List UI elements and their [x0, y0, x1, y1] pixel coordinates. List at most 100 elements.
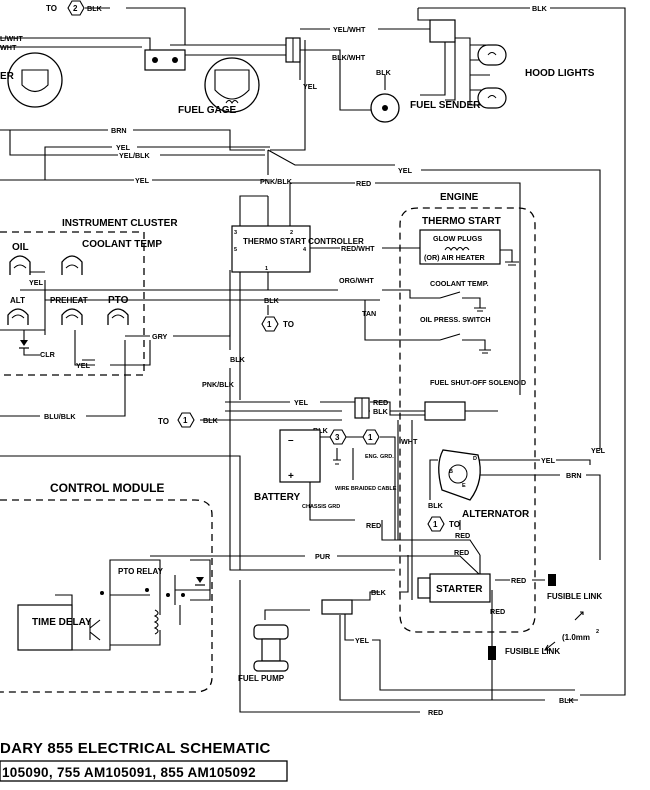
wire-label-pnk-blk: PNK/BLK [260, 177, 293, 186]
battery-label: BATTERY [254, 492, 300, 503]
fusible-link-lower: FUSIBLE LINK (1.0mm 2 [488, 611, 599, 660]
wire-braided-cable-label: WIRE BRAIDED CABLE [335, 486, 397, 492]
wire-label-blk: BLK [428, 501, 444, 510]
fusible-link-label-1: FUSIBLE LINK [547, 592, 602, 601]
alternator-label: ALTERNATOR [462, 509, 530, 520]
connector-to-label: TO [158, 417, 169, 426]
instrument-cluster: INSTRUMENT CLUSTER OIL COOLANT TEMP YEL … [0, 218, 178, 376]
controller-pin-1: 1 [265, 266, 268, 272]
meter-gauge-partial: ER [0, 52, 63, 108]
fuel-shutoff-solenoid-label-1: FUEL SHUT-OFF SOLENOID [430, 378, 526, 387]
wire-label-pur: PUR [315, 552, 331, 561]
wire-label-blu-blk: BLU/BLK [44, 412, 76, 421]
wire-label-blk: BLK [376, 68, 392, 77]
control-module-label: CONTROL MODULE [50, 481, 164, 495]
wire-gauge-superscript: 2 [596, 629, 599, 635]
wire-label-org-wht: ORG/WHT [339, 276, 374, 285]
wire-label-red: RED [511, 576, 526, 585]
controller-pin-4: 4 [303, 247, 307, 253]
wire-label-red: RED [356, 179, 371, 188]
wire-label-yel: YEL [541, 456, 556, 465]
schematic-title: DARY 855 ELECTRICAL SCHEMATIC [0, 740, 271, 757]
connector-number: 1 [368, 433, 373, 442]
pto-lamp-label: PTO [108, 295, 129, 306]
wire-label-yel-blk: YEL/BLK [119, 151, 151, 160]
hood-lights-label: HOOD LIGHTS [525, 68, 595, 79]
wire-label-red: RED [366, 521, 381, 530]
thermo-start-label: THERMO START [422, 216, 501, 227]
connector-to-label: TO [449, 520, 460, 529]
wire-label-blk: BLK [264, 296, 280, 305]
wire-label-yel: YEL [29, 278, 44, 287]
wire-label-yel: YEL [398, 166, 413, 175]
fuel-pump: FUEL PUMP [238, 599, 353, 683]
connector-to-2: TO 2 [46, 0, 85, 16]
fusible-link-upper: FUSIBLE LINK [547, 574, 602, 601]
alt-terminal-b: B [449, 469, 453, 475]
wire-label-blk: BLK [87, 4, 103, 13]
wire-label-wht: WHT [401, 437, 418, 446]
fuel-gage: FUEL GAGE [178, 57, 260, 116]
wire-label-gry: GRY [152, 332, 168, 341]
splice-shutoff [354, 397, 370, 419]
wire-label-yel: YEL [303, 82, 318, 91]
air-heater-label: (OR) AIR HEATER [424, 253, 485, 262]
wire-label-red-wht: RED/WHT [341, 244, 375, 253]
wire-label-blk: BLK [532, 4, 548, 13]
controller-label-thermo: THERMO START CONTROLLER [243, 237, 364, 246]
wire-label-red: RED [490, 607, 505, 616]
controller-pin-5: 5 [234, 247, 237, 253]
wire-label-red: RED [373, 398, 388, 407]
oil-label: OIL [12, 242, 29, 253]
connector-number: 1 [267, 320, 272, 329]
wire-label-red: RED [454, 548, 469, 557]
relay-top-left [144, 49, 186, 71]
wire-label-wht: WHT [0, 43, 17, 52]
coolant-temp-switch-label: COOLANT TEMP. [430, 279, 489, 288]
wire-label-blk: BLK [371, 588, 387, 597]
alt-terminal-e: E [462, 483, 466, 489]
wire-label-yel-wht: YEL/WHT [333, 25, 366, 34]
wire-label-pnk-blk: PNK/BLK [202, 380, 235, 389]
connector-number: 1 [433, 520, 438, 529]
wiring [0, 7, 626, 713]
connector-to-1-alternator: 1 TO [427, 516, 460, 532]
connector-to-label: TO [283, 320, 294, 329]
schematic-footer: DARY 855 ELECTRICAL SCHEMATIC 105090, 75… [0, 740, 288, 782]
controller-pin-2: 2 [290, 230, 293, 236]
meter-label: ER [0, 71, 15, 82]
fuel-sender: FUEL SENDER [370, 93, 481, 123]
starter-label: STARTER [436, 584, 483, 595]
wire-label-yel: YEL [135, 176, 150, 185]
battery-positive: + [288, 471, 294, 482]
control-module: CONTROL MODULE PTO RELAY TIME DELAY [0, 481, 213, 693]
clr-label: CLR [40, 350, 56, 359]
connector-to-1-controller: 1 TO [261, 316, 294, 332]
wire-label-yel: YEL [591, 446, 606, 455]
fuel-pump-label: FUEL PUMP [238, 674, 285, 683]
wire-label-blk-wht: BLK/WHT [332, 53, 366, 62]
instrument-cluster-label: INSTRUMENT CLUSTER [62, 218, 178, 229]
model-numbers: 105090, 755 AM105091, 855 AM105092 [2, 765, 256, 780]
alt-label: ALT [10, 296, 25, 305]
oil-press-switch-label-1: OIL PRESS. SWITCH [420, 315, 491, 324]
chassis-grd-label: CHASSIS GRD [302, 504, 340, 510]
wire-label-yel: YEL [76, 361, 91, 370]
wire-label-brn: BRN [111, 126, 127, 135]
connector-number: 3 [335, 433, 340, 442]
connector-number: 2 [73, 4, 78, 13]
wire-label-yel: YEL [294, 398, 309, 407]
wire-label-blk: BLK [373, 407, 389, 416]
wire-label-blk: BLK [313, 426, 329, 435]
eng-grd-label: ENG. GRD. [365, 454, 394, 460]
battery-negative: – [288, 435, 294, 446]
hood-lights: HOOD LIGHTS [429, 19, 595, 109]
splice-block-top [285, 37, 301, 63]
wire-labels: BLK L/WHT WHT YEL/WHT BLK BLK/WHT YEL BL… [0, 4, 606, 717]
wire-label-blk: BLK [559, 696, 575, 705]
wire-label-brn: BRN [566, 471, 582, 480]
wire-label-red: RED [428, 708, 443, 717]
fusible-link-label-2: FUSIBLE LINK [505, 647, 560, 656]
engine-label: ENGINE [440, 192, 479, 203]
